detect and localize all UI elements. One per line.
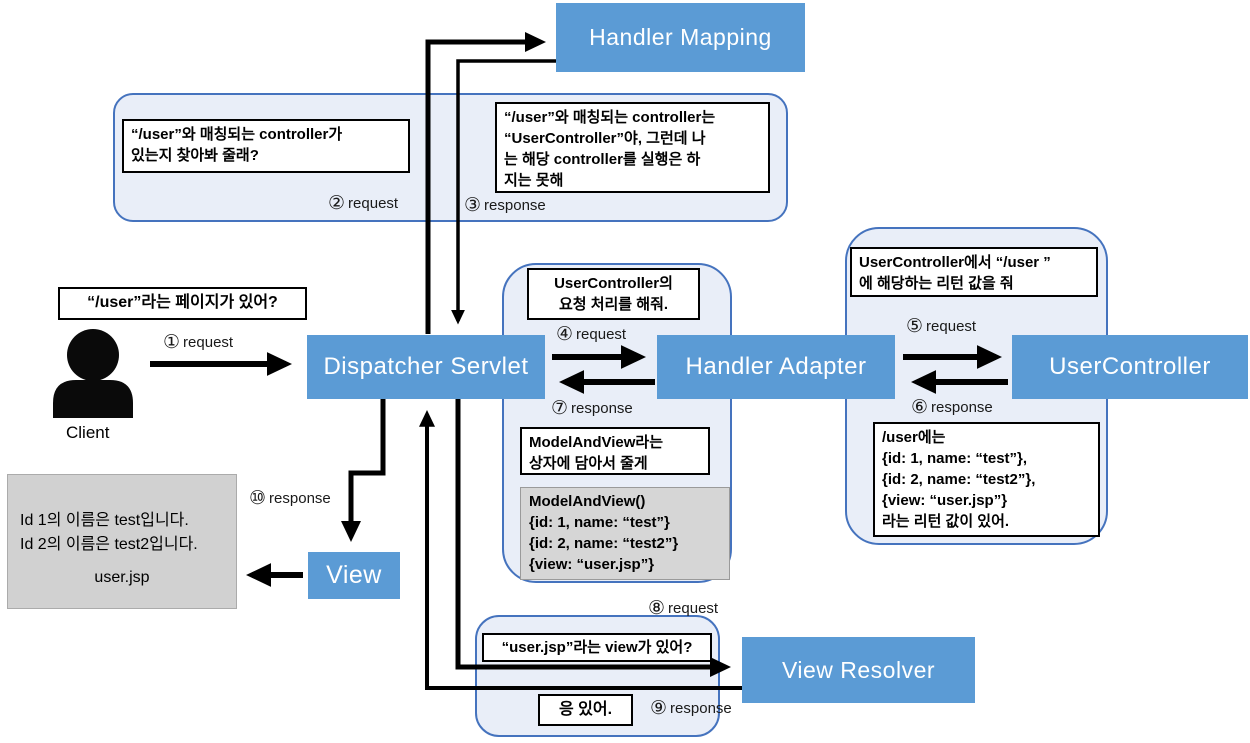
- resolver-request-bubble: “user.jsp”라는 view가 있어?: [482, 633, 712, 662]
- arrow-9-view-resolver-to-dispatcher: [419, 410, 742, 690]
- modelandview-value-box: ModelAndView() {id: 1, name: “test”} {id…: [520, 487, 730, 580]
- step-word: response: [931, 399, 993, 416]
- step-word: request: [183, 334, 234, 351]
- step-6-response-label: ⑥ response: [911, 398, 993, 417]
- step-number: ⑤: [906, 316, 924, 337]
- step-number: ①: [163, 332, 181, 353]
- controller-return-bubble: /user에는 {id: 1, name: “test”}, {id: 2, n…: [873, 422, 1100, 537]
- step-word: request: [668, 600, 719, 617]
- step-number: ④: [556, 324, 574, 345]
- step-9-response-label: ⑨ response: [650, 699, 732, 718]
- step-2-request-label: ② request: [328, 194, 398, 213]
- arrow-8-dispatcher-to-view-resolver: [455, 399, 731, 677]
- client-label: Client: [66, 423, 110, 442]
- handler-mapping-box: Handler Mapping: [556, 3, 805, 72]
- userjsp-render-box: Id 1의 이름은 test입니다. Id 2의 이름은 test2입니다. u…: [7, 474, 237, 609]
- controller-request-bubble: UserController에서 “/user ” 에 해당하는 리턴 값을 줘: [850, 247, 1098, 297]
- mapping-response-bubble: “/user”와 매칭되는 controller는 “UserControlle…: [495, 102, 770, 193]
- step-number: ⑨: [650, 698, 668, 719]
- step-word: response: [484, 197, 546, 214]
- client-person-icon: [53, 329, 133, 418]
- step-1-request-label: ① request: [163, 333, 233, 352]
- step-10-response-label: ⑩ response: [249, 489, 331, 508]
- userjsp-filename: user.jsp: [94, 569, 150, 586]
- arrow-2-dispatcher-to-handler-mapping: [425, 32, 546, 334]
- step-number: ②: [328, 193, 346, 214]
- userjsp-render-text: Id 1의 이름은 test입니다. Id 2의 이름은 test2입니다.: [20, 512, 198, 553]
- step-3-response-label: ③ response: [464, 196, 546, 215]
- arrow-3-handler-mapping-to-dispatcher: [451, 59, 556, 325]
- step-number: ③: [464, 195, 482, 216]
- mapping-request-bubble: “/user”와 매칭되는 controller가 있는지 찾아봐 줄래?: [122, 119, 410, 173]
- step-number: ⑥: [911, 397, 929, 418]
- view-box: View: [308, 552, 400, 599]
- step-number: ⑩: [249, 488, 267, 509]
- resolver-response-bubble: 응 있어.: [538, 694, 633, 726]
- adapter-request-bubble: UserController의 요청 처리를 해줘.: [527, 268, 700, 320]
- dispatcher-servlet-box: Dispatcher Servlet: [307, 335, 545, 399]
- view-resolver-box: View Resolver: [742, 637, 975, 703]
- handler-adapter-box: Handler Adapter: [657, 335, 895, 399]
- step-word: response: [269, 490, 331, 507]
- user-controller-box: UserController: [1012, 335, 1248, 399]
- step-7-response-label: ⑦ response: [551, 399, 633, 418]
- step-8-request-label: ⑧ request: [648, 599, 718, 618]
- step-number: ⑧: [648, 598, 666, 619]
- arrow-10-dispatcher-to-view: [341, 399, 386, 542]
- step-5-request-label: ⑤ request: [906, 317, 976, 336]
- step-number: ⑦: [551, 398, 569, 419]
- step-4-request-label: ④ request: [556, 325, 626, 344]
- step-word: request: [576, 326, 627, 343]
- step-word: request: [348, 195, 399, 212]
- step-word: response: [571, 400, 633, 417]
- step-word: request: [926, 318, 977, 335]
- client-question-bubble: “/user”라는 페이지가 있어?: [58, 287, 307, 320]
- modelandview-note-bubble: ModelAndView라는 상자에 담아서 줄게: [520, 427, 710, 475]
- step-word: response: [670, 700, 732, 717]
